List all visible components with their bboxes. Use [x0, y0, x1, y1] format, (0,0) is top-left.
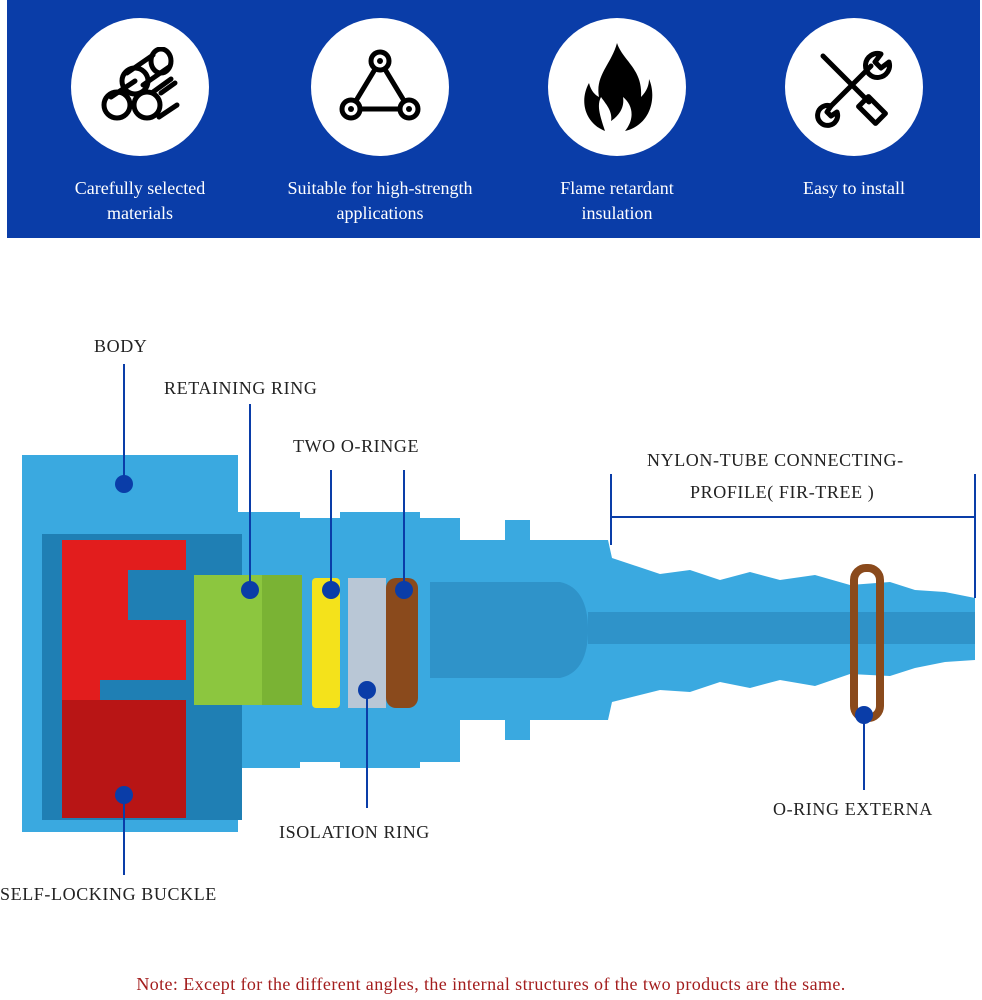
callout-nylon-tube-line1: NYLON-TUBE CONNECTING- — [647, 450, 904, 470]
marker-buckle — [115, 786, 133, 804]
callout-o-ring-externa: O-RING EXTERNA — [773, 799, 933, 819]
callout-two-o-ringe: TWO O-RINGE — [293, 436, 420, 456]
feature-label: Easy to install — [803, 178, 905, 198]
marker-o-ring-yellow — [322, 581, 340, 599]
logs-icon — [71, 18, 209, 156]
marker-o-ring-brown — [395, 581, 413, 599]
callout-self-locking-buckle: SELF-LOCKING BUCKLE — [0, 884, 217, 904]
feature-label: Carefully selected materials — [74, 178, 206, 223]
marker-isolation-ring — [358, 681, 376, 699]
callout-retaining-ring: RETAINING RING — [164, 378, 318, 398]
tail-bore — [588, 612, 975, 644]
callout-body: BODY — [94, 336, 148, 356]
retaining-ring-shade — [262, 575, 302, 705]
triangle-nodes-icon — [311, 18, 449, 156]
callout-nylon-tube-line2: PROFILE( FIR-TREE ) — [690, 482, 875, 502]
feature-materials: Carefully selected materials — [20, 18, 260, 226]
feature-easy-install: Easy to install — [734, 18, 974, 201]
features-banner: Carefully selected materials Suitable fo… — [7, 0, 980, 238]
callout-isolation-ring: ISOLATION RING — [279, 822, 430, 842]
feature-label: Flame retardant insulation — [560, 178, 674, 223]
flame-icon — [548, 18, 686, 156]
feature-label: Suitable for high-strength applications — [287, 178, 473, 223]
footer-note: Note: Except for the different angles, t… — [136, 974, 846, 994]
inner-bore — [430, 582, 588, 678]
feature-flame: Flame retardant insulation — [497, 18, 737, 226]
feature-high-strength: Suitable for high-strength applications — [260, 18, 500, 226]
o-ring-yellow — [312, 578, 340, 708]
wrench-screwdriver-icon — [785, 18, 923, 156]
o-ring-brown — [386, 578, 418, 708]
marker-o-ring-external — [855, 706, 873, 724]
connector-cross-section — [22, 364, 976, 875]
marker-body — [115, 475, 133, 493]
marker-retaining-ring — [241, 581, 259, 599]
